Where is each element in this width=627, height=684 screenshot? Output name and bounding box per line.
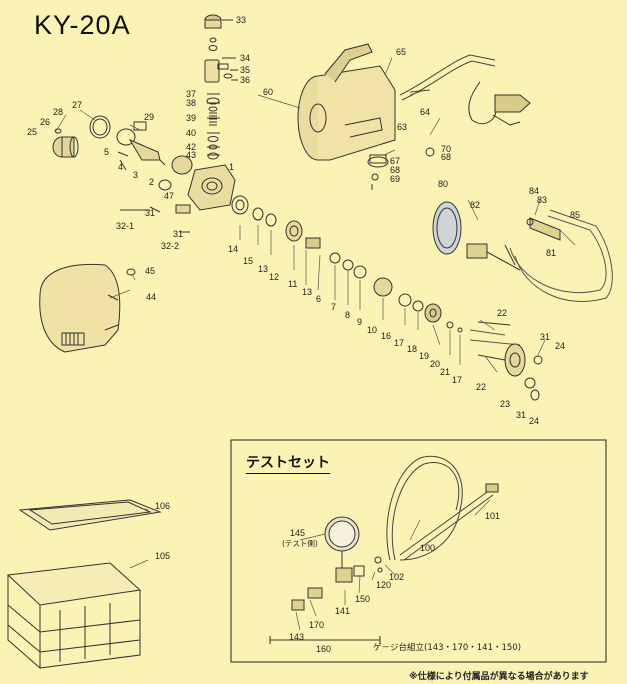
part-label-81: 81 — [546, 248, 556, 258]
accumulator-and-hose — [432, 201, 613, 302]
part-label-3: 3 — [133, 170, 138, 180]
part-label-20: 20 — [430, 359, 440, 369]
gauge-side-note: (テスト側) — [282, 538, 318, 548]
part-label-120: 120 — [376, 580, 391, 590]
part-label-83: 83 — [537, 195, 547, 205]
part-label-68-b: 68 — [390, 165, 400, 175]
part-label-17-b: 17 — [452, 375, 462, 385]
part-label-4: 4 — [118, 162, 123, 172]
pump-cover — [39, 263, 136, 353]
part-label-1: 1 — [229, 162, 234, 172]
part-label-19: 19 — [419, 351, 429, 361]
part-label-32-1: 32-1 — [116, 221, 134, 231]
test-set-parts — [269, 455, 499, 644]
part-label-25: 25 — [27, 127, 37, 137]
gauge-assembly-note: ゲ－ジ台組立(143・170・141・150) — [373, 643, 522, 653]
part-label-22-b: 22 — [476, 382, 486, 392]
part-label-63: 63 — [397, 122, 407, 132]
storage-box — [6, 499, 162, 670]
part-label-23: 23 — [500, 399, 510, 409]
part-label-24-b: 24 — [529, 416, 539, 426]
top-valve-stack — [204, 14, 238, 160]
part-label-101: 101 — [485, 511, 500, 521]
part-label-150: 150 — [355, 594, 370, 604]
test-set-frame — [230, 439, 607, 663]
part-label-9: 9 — [357, 317, 362, 327]
pump-head — [120, 144, 236, 233]
part-label-18: 18 — [407, 344, 417, 354]
part-label-22-a: 22 — [497, 308, 507, 318]
part-label-31-a: 31 — [145, 208, 155, 218]
part-label-145: 145 — [290, 528, 305, 538]
part-label-33: 33 — [236, 15, 246, 25]
part-label-40: 40 — [186, 128, 196, 138]
leader-lines — [55, 57, 576, 631]
part-label-13-a: 13 — [258, 264, 268, 274]
part-label-35: 35 — [240, 65, 250, 75]
part-label-32-2: 32-2 — [161, 241, 179, 251]
part-label-5: 5 — [104, 147, 109, 157]
part-label-143: 143 — [289, 632, 304, 642]
part-label-60: 60 — [263, 87, 273, 97]
part-label-39: 39 — [186, 113, 196, 123]
part-label-31-d: 31 — [516, 410, 526, 420]
part-label-26: 26 — [40, 117, 50, 127]
part-label-10: 10 — [367, 325, 377, 335]
part-label-45: 45 — [145, 266, 155, 276]
part-label-38: 38 — [186, 98, 196, 108]
part-label-68-a: 68 — [441, 152, 451, 162]
left-cap-assembly — [52, 115, 161, 171]
part-label-31-b: 31 — [173, 229, 183, 239]
part-label-7: 7 — [331, 302, 336, 312]
part-label-28: 28 — [53, 107, 63, 117]
part-label-69: 69 — [390, 174, 400, 184]
part-label-80: 80 — [438, 179, 448, 189]
part-label-34: 34 — [240, 53, 250, 63]
test-set-title: テストセット — [246, 452, 330, 474]
part-label-2: 2 — [149, 177, 154, 187]
part-label-141: 141 — [335, 606, 350, 616]
part-label-160: 160 — [316, 644, 331, 654]
part-label-29: 29 — [144, 112, 154, 122]
part-label-105: 105 — [155, 551, 170, 561]
part-label-13-b: 13 — [302, 287, 312, 297]
part-label-85: 85 — [570, 210, 580, 220]
part-label-31-c: 31 — [540, 332, 550, 342]
part-label-170: 170 — [309, 620, 324, 630]
part-label-43: 43 — [186, 150, 196, 160]
accessories-footnote: ※仕様により付属品が異なる場合があります — [409, 672, 589, 682]
part-label-21: 21 — [440, 367, 450, 377]
part-label-16: 16 — [381, 331, 391, 341]
part-label-70: 70 — [441, 144, 451, 154]
part-label-82: 82 — [470, 200, 480, 210]
outlet-housing — [469, 321, 543, 401]
part-label-106: 106 — [155, 501, 170, 511]
part-label-17-a: 17 — [394, 338, 404, 348]
part-label-42: 42 — [186, 142, 196, 152]
part-label-44: 44 — [146, 292, 156, 302]
seal-and-piston-stack — [231, 195, 463, 333]
part-label-84: 84 — [529, 186, 539, 196]
part-label-102: 102 — [389, 572, 404, 582]
part-label-27: 27 — [72, 100, 82, 110]
part-label-64: 64 — [420, 107, 430, 117]
part-label-100: 100 — [420, 543, 435, 553]
part-label-65: 65 — [396, 47, 406, 57]
part-label-12: 12 — [269, 272, 279, 282]
part-label-14: 14 — [228, 244, 238, 254]
part-label-37: 37 — [186, 89, 196, 99]
part-number-labels: 33 34 35 36 37 38 39 40 42 43 1 47 31 32… — [27, 15, 580, 654]
part-label-8: 8 — [345, 310, 350, 320]
part-label-6: 6 — [316, 294, 321, 304]
part-label-47: 47 — [164, 191, 174, 201]
part-label-24-a: 24 — [555, 341, 565, 351]
motor-assembly — [297, 43, 531, 190]
model-title: KY-20A — [34, 10, 131, 40]
part-label-67: 67 — [390, 156, 400, 166]
part-label-15: 15 — [243, 256, 253, 266]
part-label-36: 36 — [240, 75, 250, 85]
part-label-11: 11 — [288, 279, 297, 289]
